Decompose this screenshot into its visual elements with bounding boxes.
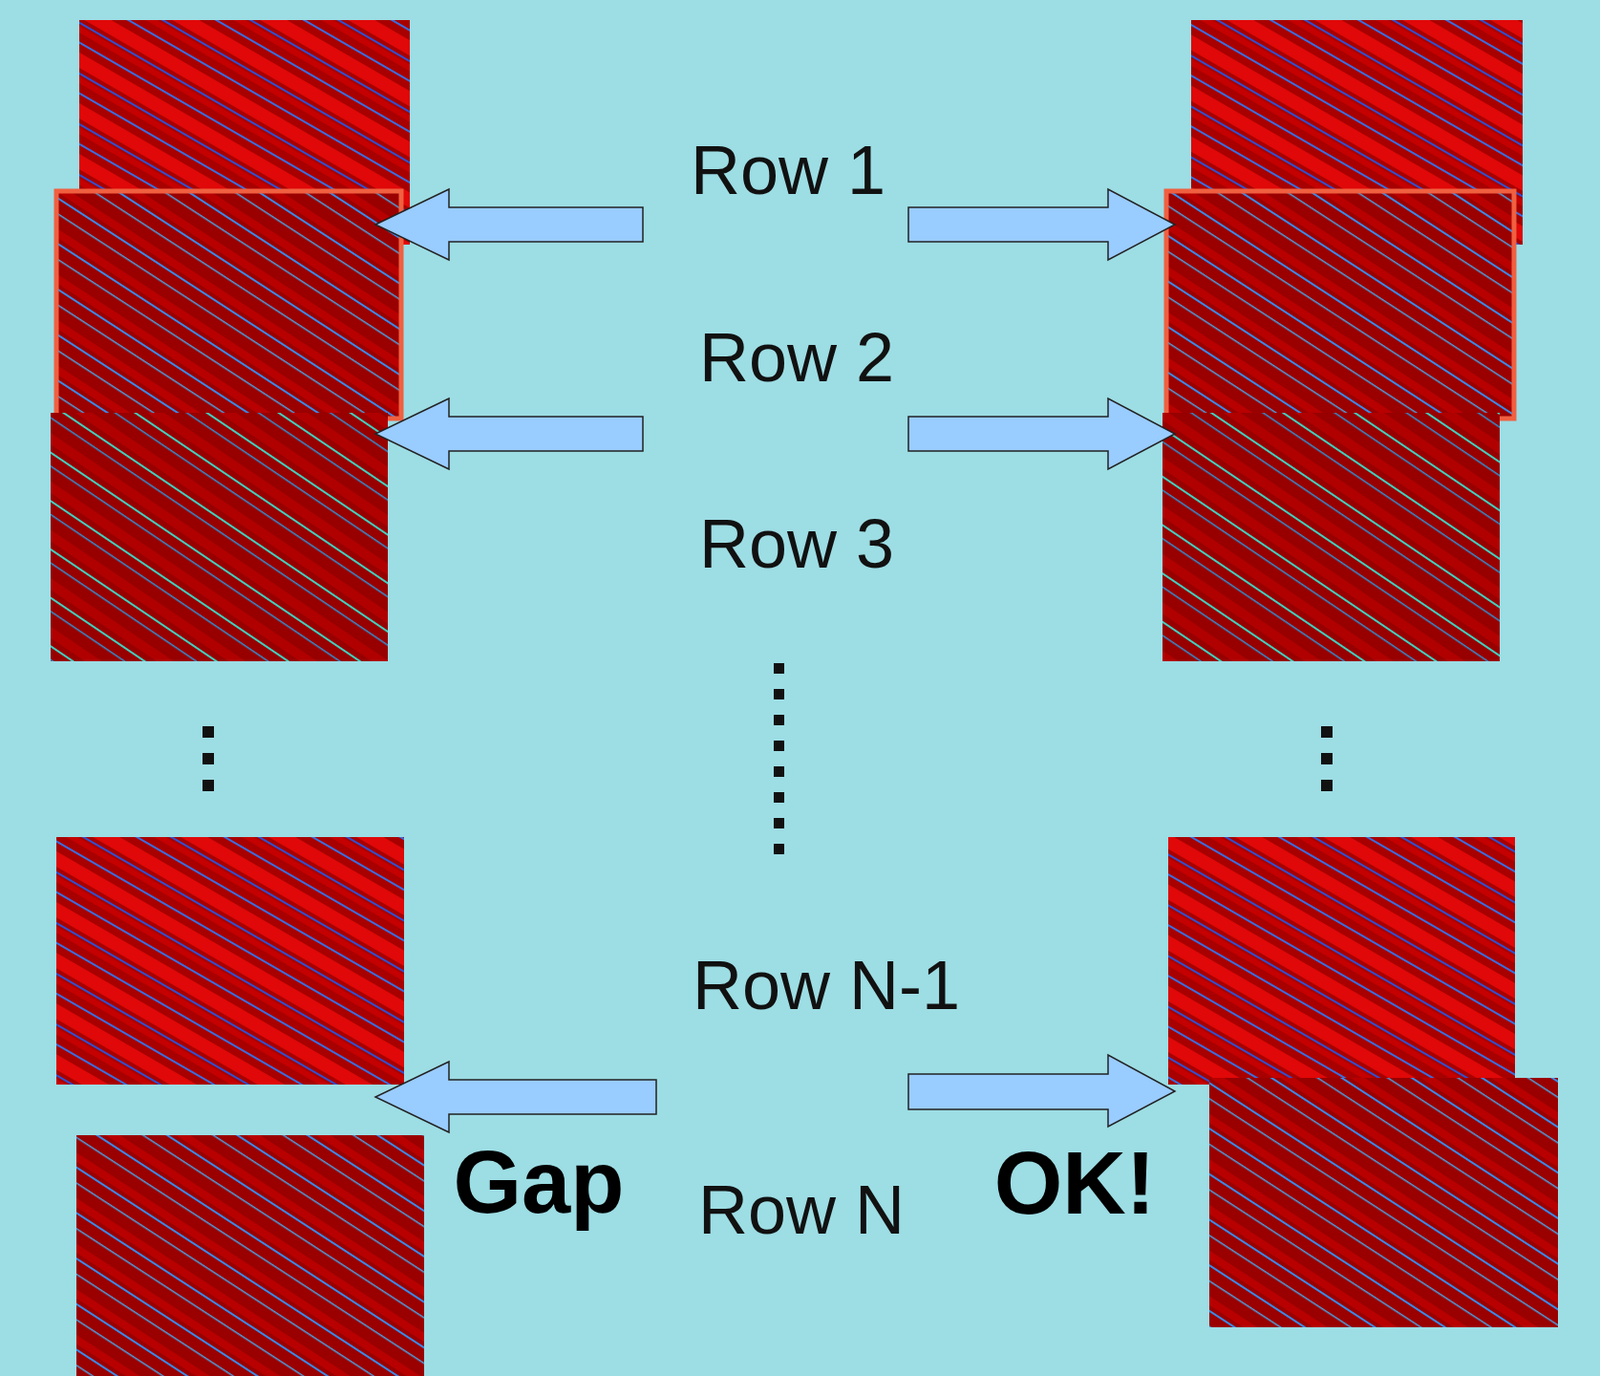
- row-label: Row 3: [699, 509, 895, 578]
- scan-tile: [1162, 412, 1500, 662]
- arrow-right: [908, 1054, 1175, 1127]
- scan-tile: [56, 191, 402, 419]
- scan-tile: [56, 836, 405, 1085]
- result-label: Gap: [453, 1137, 625, 1226]
- scan-tile: [50, 412, 388, 662]
- arrow-right: [908, 189, 1175, 260]
- arrow-left: [375, 398, 643, 470]
- row-label: Row 2: [699, 322, 895, 392]
- scan-tile: [1166, 191, 1515, 419]
- ellipsis-dots: [202, 662, 1333, 854]
- row-label: Row 1: [690, 135, 886, 205]
- arrow-left: [375, 1061, 657, 1132]
- scan-tile: [1209, 1077, 1558, 1327]
- row-label: Row N: [698, 1174, 905, 1244]
- arrow-right: [908, 398, 1175, 470]
- scan-tile: [1168, 836, 1515, 1085]
- row-label: Row N-1: [692, 950, 960, 1020]
- result-label: OK!: [994, 1138, 1156, 1227]
- scan-tile: [76, 1134, 425, 1376]
- arrow-left: [375, 189, 643, 260]
